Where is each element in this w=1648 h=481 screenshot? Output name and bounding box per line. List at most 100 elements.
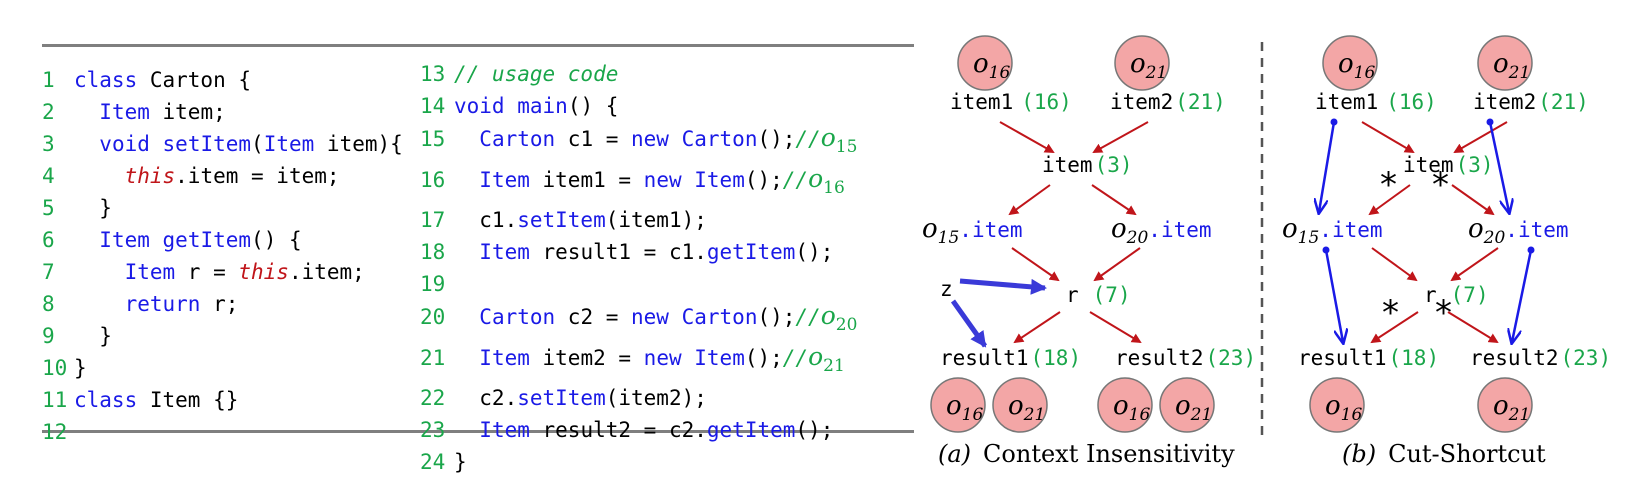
code-token: c2 = (555, 305, 632, 329)
code-token: setItem (517, 386, 606, 410)
shortcut-item1-to-o15 (1319, 121, 1336, 212)
line-number: 21 (420, 346, 446, 370)
object-o16-bottom-b: o16 (1309, 377, 1365, 433)
edge-z-to-result1-a (950, 299, 988, 348)
line-number: 22 (420, 386, 446, 410)
svg-text:o16: o16 (973, 49, 1010, 83)
svg-text:o16: o16 (1325, 391, 1362, 425)
code-token: // (782, 168, 809, 192)
code_right-line: 19 (420, 268, 857, 300)
code-token: Item (694, 346, 745, 370)
node-item2-a: item2(21) (1110, 90, 1226, 114)
code-token: Item (124, 260, 176, 284)
code-token: 16 (823, 178, 845, 198)
code_right-line: 23 Item result2 = c2.getItem(); (420, 414, 857, 446)
code_right-line: 13// usage code (420, 58, 857, 90)
code-token: (); (795, 240, 834, 264)
edge-item-to-o20-a (1091, 184, 1137, 216)
code-token: void (454, 94, 505, 118)
code-token: .item = item; (175, 164, 340, 188)
line-number: 17 (420, 208, 446, 232)
code-token: () { (251, 228, 302, 252)
code-token: (item1); (605, 208, 707, 232)
code-token: } (74, 356, 87, 380)
line-number: 3 (42, 132, 55, 156)
code-token: new (631, 127, 669, 151)
code-token: Carton (479, 305, 556, 329)
code_left-line: 9 } (42, 320, 403, 352)
svg-text:o16: o16 (1113, 391, 1150, 425)
code_right-line: 16 Item item1 = new Item();//o16 (420, 163, 857, 204)
object-o16-top-b: o16 (1322, 35, 1378, 91)
code-token: new (643, 168, 682, 192)
code_right-line: 18 Item result1 = c1.getItem(); (420, 236, 857, 268)
code-token: setItem (517, 208, 606, 232)
code-token: } (74, 324, 112, 348)
code-token: ( (251, 132, 264, 156)
code_right-line: 24} (420, 446, 857, 478)
code-token: Item {} (137, 388, 239, 412)
shortcut-item2-to-o20 (1488, 121, 1509, 212)
edge-r-to-result1-a (1013, 311, 1061, 344)
node-o15-item-b: o15.item (1282, 214, 1383, 248)
code-token: // (795, 305, 821, 329)
code_left-line: 5 } (42, 192, 403, 224)
code-token: item1 = (529, 168, 644, 192)
code_left-line: 3 void setItem(Item item){ (42, 128, 403, 160)
code-token: setItem (162, 132, 252, 156)
code_right-line: 17 c1.setItem(item1); (420, 204, 857, 236)
code-token: item; (149, 100, 226, 124)
edge-r-to-result2-a (1089, 311, 1142, 344)
diagram-a: o16 o21 item1(16) item2(21) item(3) o15.… (922, 35, 1256, 468)
edge-item1-to-item-a (999, 121, 1055, 153)
node-item-b: item(3) (1403, 153, 1494, 177)
object-o21-top-a: o21 (1114, 35, 1170, 91)
line-number: 2 (42, 100, 55, 124)
cut-mark-1: * (1380, 165, 1397, 205)
shortcut-o15-to-result1 (1324, 249, 1343, 342)
code-token: .item; (288, 260, 365, 284)
edge-r-to-result1-b (1370, 311, 1419, 344)
code_right-line: 15 Carton c1 = new Carton();//o15 (420, 122, 857, 163)
node-result1-a: result1(18) (940, 346, 1081, 370)
line-number: 9 (42, 324, 55, 348)
edge-o20-to-r-b (1450, 247, 1499, 282)
node-result2-b: result2(23) (1470, 346, 1611, 370)
line-number: 19 (420, 272, 446, 296)
node-item1-a: item1(16) (950, 90, 1072, 114)
line-number: 23 (420, 418, 446, 442)
code-token: Carton (681, 127, 758, 151)
code-token: result2 = c2. (529, 418, 707, 442)
node-item2-b: item2(21) (1473, 90, 1589, 114)
code-token: } (74, 196, 112, 220)
caption-b: (b)Cut-Shortcut (1342, 440, 1546, 468)
object-o16-top-a: o16 (957, 35, 1013, 91)
node-result1-b: result1(18) (1298, 346, 1439, 370)
node-item1-b: item1(16) (1315, 90, 1437, 114)
code-token: r = (175, 260, 239, 284)
line-number: 5 (42, 196, 55, 220)
code_left-line: 4 this.item = item; (42, 160, 403, 192)
edge-item2-to-item-a (1092, 121, 1149, 153)
code-token: class (74, 68, 138, 92)
code-token: r; (200, 292, 239, 316)
shortcut-o20-to-result2 (1512, 249, 1533, 342)
line-number: 13 (420, 62, 446, 86)
object-o21-bottom-b: o21 (1477, 377, 1533, 433)
code_left-line: 7 Item r = this.item; (42, 256, 403, 288)
code-token: Item (99, 100, 150, 124)
edge-item2-to-item-b (1453, 121, 1508, 153)
code-token: (); (744, 168, 783, 192)
line-number: 12 (42, 420, 68, 444)
code_left-line: 10} (42, 352, 403, 384)
node-o20-item-a: o20.item (1111, 214, 1212, 248)
code_left-line: 8 return r; (42, 288, 403, 320)
line-number: 16 (420, 168, 446, 192)
code-token: o (820, 301, 836, 330)
line-number: 1 (42, 68, 55, 92)
code-token: item2 = (529, 346, 644, 370)
code_left-line: 12 (42, 416, 403, 448)
code-token: Item (263, 132, 315, 156)
